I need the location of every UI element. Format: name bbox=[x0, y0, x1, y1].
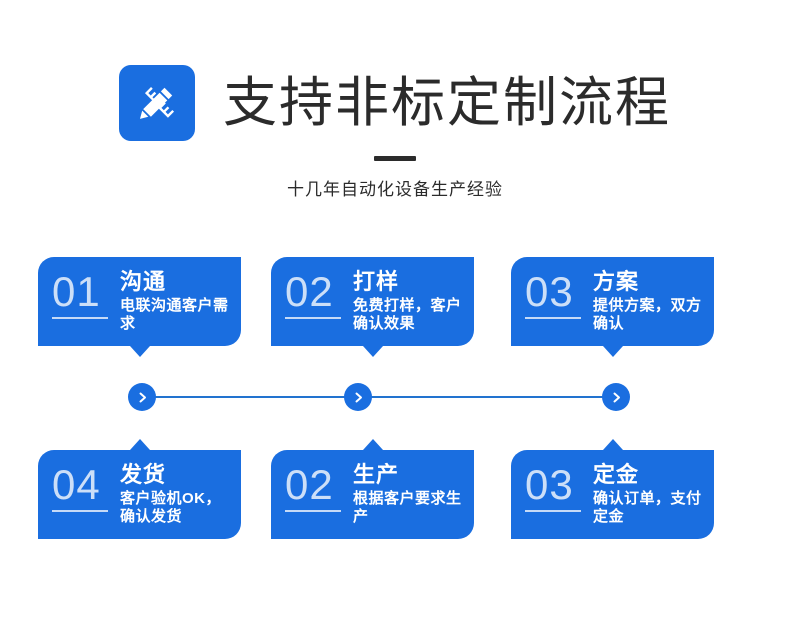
chevron-right-icon bbox=[344, 383, 372, 411]
flow-card-number-rule bbox=[52, 317, 108, 319]
header-title-row: 支持非标定制流程 bbox=[0, 60, 790, 146]
flow-card-number: 03 bbox=[525, 268, 574, 315]
flow-card-pointer-down bbox=[602, 346, 623, 357]
flow-card-number: 02 bbox=[285, 268, 334, 315]
page-title-block: 支持非标定制流程 bbox=[223, 76, 671, 130]
page-subtitle: 十几年自动化设备生产经验 bbox=[287, 180, 503, 199]
flow-card-pointer-down bbox=[362, 346, 383, 357]
flow-card-bottom-2: 02 生产 根据客户要求生产 bbox=[271, 439, 474, 539]
flow-card-number-rule bbox=[525, 510, 581, 512]
flow-card-title: 方案 bbox=[593, 269, 640, 294]
flow-card-bottom-3: 03 定金 确认订单，支付定金 bbox=[511, 439, 714, 539]
flow-card-top-1: 01 沟通 电联沟通客户需求 bbox=[38, 257, 241, 357]
flow-card-number: 02 bbox=[285, 461, 334, 508]
flow-card-title: 生产 bbox=[353, 462, 400, 487]
flow-card-desc: 客户验机OK，确认发货 bbox=[120, 490, 222, 525]
flow-card-number-block: 04 bbox=[52, 460, 108, 512]
flow-card-bottom-1: 04 发货 客户验机OK，确认发货 bbox=[38, 439, 241, 539]
flow-card-pointer-up bbox=[129, 439, 150, 450]
flow-card-desc: 根据客户要求生产 bbox=[353, 490, 462, 525]
flow-card-text: 打样 免费打样，客户确认效果 bbox=[353, 267, 464, 333]
flow-card-number-block: 02 bbox=[285, 460, 341, 512]
flow-connector bbox=[128, 383, 630, 411]
flow-card-number-block: 03 bbox=[525, 460, 581, 512]
chevron-right-icon bbox=[128, 383, 156, 411]
flow-card-title: 发货 bbox=[120, 462, 167, 487]
chevron-right-icon bbox=[602, 383, 630, 411]
page-title: 支持非标定制流程 bbox=[223, 73, 671, 133]
flow-card-pointer-up bbox=[362, 439, 383, 450]
flow-card-pointer-down bbox=[129, 346, 150, 357]
flow-card-pointer-up bbox=[602, 439, 623, 450]
flow-card-top-3: 03 方案 提供方案，双方确认 bbox=[511, 257, 714, 357]
pencil-design-icon bbox=[119, 65, 195, 141]
flow-card-number-block: 03 bbox=[525, 267, 581, 319]
flow-card-number-rule bbox=[285, 510, 341, 512]
flow-card-number-rule bbox=[525, 317, 581, 319]
flow-card-desc: 提供方案，双方确认 bbox=[593, 297, 702, 332]
page-header: 支持非标定制流程 十几年自动化设备生产经验 bbox=[0, 60, 790, 200]
flow-card-desc: 免费打样，客户确认效果 bbox=[353, 297, 462, 332]
flow-card-text: 发货 客户验机OK，确认发货 bbox=[120, 460, 231, 526]
flow-card-number-rule bbox=[285, 317, 341, 319]
flow-card-text: 方案 提供方案，双方确认 bbox=[593, 267, 704, 333]
flow-card-title: 沟通 bbox=[120, 269, 167, 294]
flow-card-number: 01 bbox=[52, 268, 101, 315]
flow-card-text: 沟通 电联沟通客户需求 bbox=[120, 267, 231, 333]
flow-card-desc: 电联沟通客户需求 bbox=[120, 297, 229, 332]
title-underline-rule bbox=[374, 156, 416, 161]
flow-card-title: 打样 bbox=[353, 269, 400, 294]
flow-card-number-rule bbox=[52, 510, 108, 512]
flow-card-text: 定金 确认订单，支付定金 bbox=[593, 460, 704, 526]
flow-card-text: 生产 根据客户要求生产 bbox=[353, 460, 464, 526]
flow-card-title: 定金 bbox=[593, 462, 640, 487]
flow-card-top-2: 02 打样 免费打样，客户确认效果 bbox=[271, 257, 474, 357]
flow-card-number-block: 02 bbox=[285, 267, 341, 319]
flow-card-number-block: 01 bbox=[52, 267, 108, 319]
flow-connector-line bbox=[142, 396, 616, 398]
flow-card-number: 03 bbox=[525, 461, 574, 508]
flow-card-number: 04 bbox=[52, 461, 101, 508]
flow-card-desc: 确认订单，支付定金 bbox=[593, 490, 702, 525]
